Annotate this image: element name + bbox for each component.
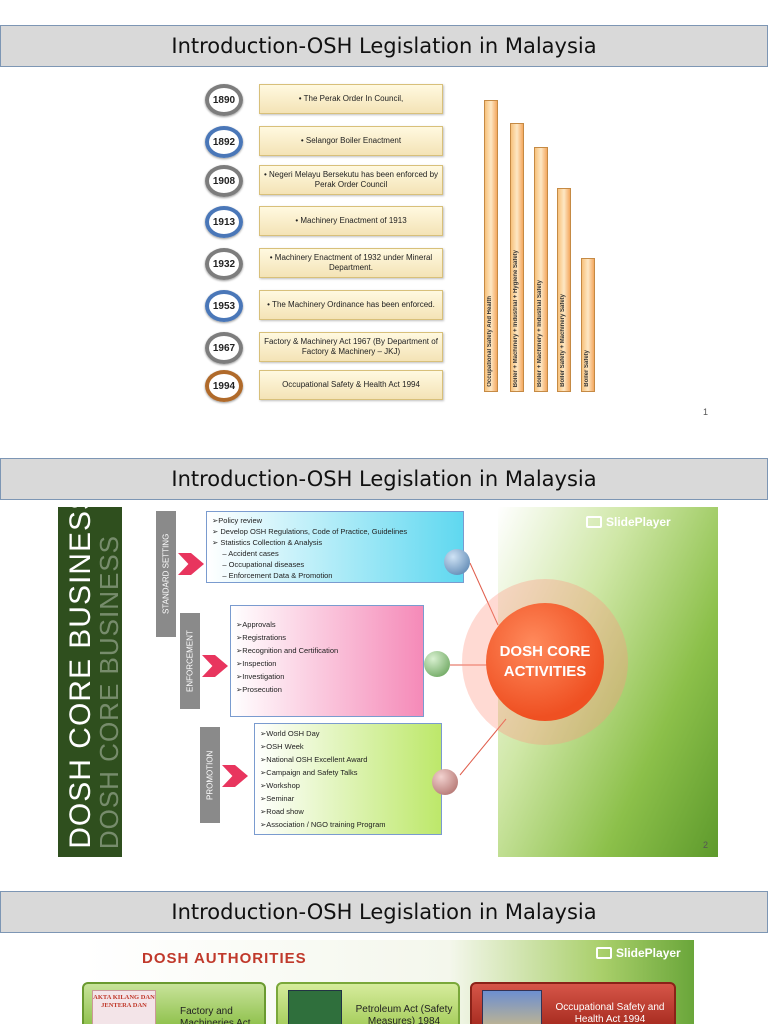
- scope-bar: Boiler + Machinery + Industrial Safety: [534, 147, 548, 392]
- authority-card-label: Petroleum Act (Safety Measures) 1984: [355, 1004, 453, 1024]
- page-number: 2: [702, 840, 708, 850]
- scope-bar-label: Boiler + Machinery + Industrial Safety: [537, 279, 543, 387]
- slideplayer-text: SlidePlayer: [606, 515, 671, 529]
- rose-sphere: [432, 769, 458, 795]
- authority-card-label: Factory and Machineries Act: [180, 1006, 251, 1024]
- scope-bar: Boiler Safety: [581, 258, 595, 392]
- side-banner: DOSH CORE BUSINESS DOSH CORE BUSINESS: [58, 507, 124, 857]
- timeline-row: 1932 • Machinery Enactment of 1932 under…: [205, 248, 445, 282]
- scope-bar-label: Boiler Safety: [584, 350, 590, 387]
- slideplayer-icon: [596, 947, 612, 959]
- scope-bar-label: Occupational Safety And Health: [487, 296, 493, 387]
- list-item: ➢Road show: [260, 807, 304, 816]
- timeline-text: • Selangor Boiler Enactment: [259, 126, 443, 156]
- list-item: – Accident cases: [212, 549, 279, 558]
- book-cover: [288, 990, 342, 1024]
- panel-promotion: ➢World OSH Day ➢OSH Week ➢National OSH E…: [254, 723, 442, 835]
- timeline-row: 1890 • The Perak Order In Council,: [205, 84, 445, 118]
- list-item: ➢National OSH Excellent Award: [260, 755, 368, 764]
- authority-card: AKTA KILANG DAN JENTERA DAN Factory and …: [82, 982, 266, 1024]
- list-item: ➢ Statistics Collection & Analysis: [212, 538, 323, 547]
- list-item: – Enforcement Data & Promotion: [212, 571, 333, 580]
- book-cover: [482, 990, 542, 1024]
- slide-3-title: Introduction-OSH Legislation in Malaysia: [0, 891, 768, 933]
- scope-bar-label: Boiler + Machinery + Industrial + Hygien…: [513, 249, 519, 387]
- timeline-row: 1913 • Machinery Enactment of 1913: [205, 206, 445, 240]
- list-item: ➢Workshop: [260, 781, 300, 790]
- list-item: ➢Registrations: [236, 633, 287, 642]
- slideplayer-logo: SlidePlayer: [586, 515, 671, 529]
- dosh-authorities-slide: DOSH AUTHORITIES SlidePlayer AKTA KILANG…: [82, 940, 694, 1024]
- slide-2-title: Introduction-OSH Legislation in Malaysia: [0, 458, 768, 500]
- timeline-row: 1953 • The Machinery Ordinance has been …: [205, 290, 445, 324]
- list-item: ➢Inspection: [236, 659, 277, 668]
- authority-card: Occupational Safety and Health Act 1994: [470, 982, 676, 1024]
- book-cover: AKTA KILANG DAN JENTERA DAN: [92, 990, 156, 1024]
- scope-bars: Occupational Safety And Health Boiler + …: [484, 100, 604, 392]
- timeline-row: 1908 • Negeri Melayu Bersekutu has been …: [205, 165, 445, 199]
- timeline-row: 1967 Factory & Machinery Act 1967 (By De…: [205, 332, 445, 366]
- slide-2-title-text: Introduction-OSH Legislation in Malaysia: [171, 467, 597, 491]
- year-badge: 1994: [205, 370, 243, 402]
- scope-bar: Boiler Safety + Machinery Safety: [557, 188, 571, 392]
- list-item: ➢Investigation: [236, 672, 285, 681]
- authority-card-label: Occupational Safety and Health Act 1994: [555, 1002, 665, 1024]
- timeline-text: Occupational Safety & Health Act 1994: [259, 370, 443, 400]
- list-item: ➢Campaign and Safety Talks: [260, 768, 358, 777]
- slideplayer-logo: SlidePlayer: [596, 946, 681, 960]
- list-item: ➢OSH Week: [260, 742, 304, 751]
- panel-enforcement: ➢Approvals ➢Registrations ➢Recognition a…: [230, 605, 424, 717]
- timeline-text: • The Machinery Ordinance has been enfor…: [259, 290, 443, 320]
- dosh-core-circle: DOSH CORE ACTIVITIES: [486, 603, 604, 721]
- list-item: ➢Seminar: [260, 794, 295, 803]
- timeline-text: • Negeri Melayu Bersekutu has been enfor…: [259, 165, 443, 195]
- authority-card: Petroleum Act (Safety Measures) 1984: [276, 982, 460, 1024]
- tag-promotion: PROMOTION: [200, 727, 220, 823]
- connector-line: [469, 562, 499, 626]
- green-sphere: [424, 651, 450, 677]
- dosh-authorities-heading: DOSH AUTHORITIES: [142, 950, 307, 967]
- year-badge: 1890: [205, 84, 243, 116]
- list-item: ➢World OSH Day: [260, 729, 320, 738]
- connector-lines: [450, 562, 507, 776]
- slideplayer-text: SlidePlayer: [616, 946, 681, 960]
- year-badge: 1913: [205, 206, 243, 238]
- tag-standard-setting: STANDARD SETTING: [156, 511, 176, 637]
- slide-1-title: Introduction-OSH Legislation in Malaysia: [0, 25, 768, 67]
- chevron-right-icon: [222, 765, 248, 787]
- list-item: ➢Recognition and Certification: [236, 646, 339, 655]
- chevron-right-icon: [202, 655, 228, 677]
- list-item: ➢ Develop OSH Regulations, Code of Pract…: [212, 527, 408, 536]
- scope-bar: Occupational Safety And Health: [484, 100, 498, 392]
- slide-3-title-text: Introduction-OSH Legislation in Malaysia: [171, 900, 597, 924]
- scope-bar: Boiler + Machinery + Industrial + Hygien…: [510, 123, 524, 392]
- timeline-row: 1892 • Selangor Boiler Enactment: [205, 126, 445, 160]
- timeline-row: 1994 Occupational Safety & Health Act 19…: [205, 370, 445, 404]
- list-item: ➢Association / NGO training Program: [260, 820, 386, 829]
- list-item: ➢Policy review: [212, 516, 263, 525]
- chevron-right-icon: [178, 553, 204, 575]
- timeline-text: • Machinery Enactment of 1932 under Mine…: [259, 248, 443, 278]
- year-badge: 1892: [205, 126, 243, 158]
- year-badge: 1932: [205, 248, 243, 280]
- slideplayer-icon: [586, 516, 602, 528]
- dosh-core-label: DOSH CORE ACTIVITIES: [499, 643, 591, 680]
- list-item: – Occupational diseases: [212, 560, 305, 569]
- year-badge: 1953: [205, 290, 243, 322]
- list-item: ➢Prosecution: [236, 685, 282, 694]
- dosh-core-slide: DOSH CORE BUSINESS DOSH CORE BUSINESS Sl…: [58, 507, 718, 857]
- slide-1-title-text: Introduction-OSH Legislation in Malaysia: [171, 34, 597, 58]
- timeline-text: • The Perak Order In Council,: [259, 84, 443, 114]
- page-number: 1: [702, 407, 708, 417]
- blue-sphere: [444, 549, 470, 575]
- year-badge: 1967: [205, 332, 243, 364]
- list-item: ➢Approvals: [236, 620, 276, 629]
- tag-enforcement: ENFORCEMENT: [180, 613, 200, 709]
- timeline-text: • Machinery Enactment of 1913: [259, 206, 443, 236]
- scope-bar-label: Boiler Safety + Machinery Safety: [560, 294, 566, 387]
- connector-line: [459, 718, 507, 776]
- timeline-text: Factory & Machinery Act 1967 (By Departm…: [259, 332, 443, 362]
- panel-standard-setting: ➢Policy review ➢ Develop OSH Regulations…: [206, 511, 464, 583]
- year-badge: 1908: [205, 165, 243, 197]
